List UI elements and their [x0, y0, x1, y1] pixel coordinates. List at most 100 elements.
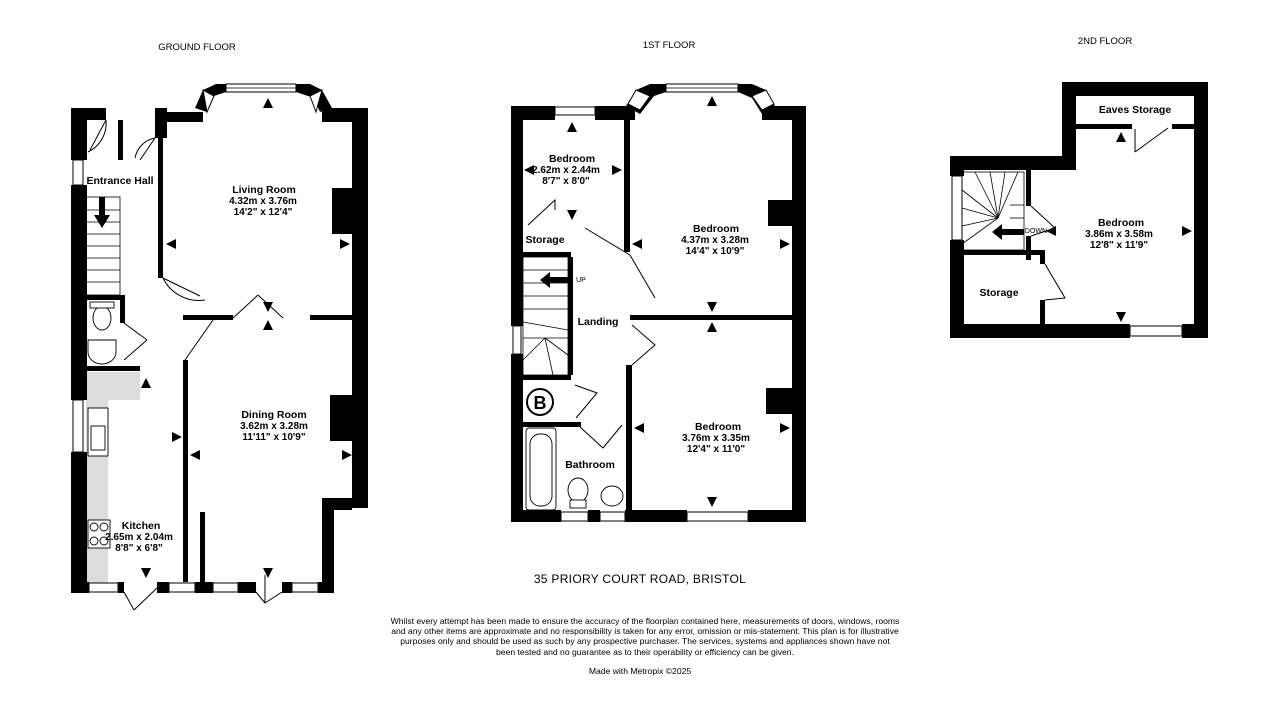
wall: [118, 582, 124, 593]
room-dimensions-metric: 2.65m x 2.04m: [105, 532, 173, 543]
wall: [1040, 250, 1045, 264]
room-dimensions-metric: 3.86m x 3.58m: [1085, 229, 1153, 240]
window: [627, 89, 651, 111]
wall: [195, 582, 213, 593]
room-dimensions-imperial: 14'2" x 12'4": [234, 207, 293, 218]
stairs-down-label: DOWN: [1025, 228, 1047, 235]
wall: [588, 510, 600, 522]
wall: [626, 365, 632, 513]
wall: [183, 360, 188, 582]
wall: [748, 510, 806, 522]
room-dimensions-imperial: 14'4" x 10'9": [686, 246, 745, 257]
wall: [1040, 300, 1045, 326]
room-dimensions-imperial: 12'4" x 11'0": [687, 444, 745, 455]
room-dimensions-metric: 4.37m x 3.28m: [681, 235, 749, 246]
wall: [521, 375, 571, 380]
disclaimer-text: Whilst every attempt has been made to en…: [390, 616, 900, 657]
room-dimensions-imperial: 8'7" x 8'0": [542, 176, 590, 187]
second-floor-title: 2ND FLOOR: [1078, 36, 1133, 47]
boiler-label: B: [534, 393, 547, 413]
wall: [318, 582, 334, 593]
wall: [118, 120, 123, 160]
cupboard-door-swing: [574, 384, 598, 419]
ground-floor-title: GROUND FLOOR: [158, 42, 236, 53]
ground-floor-plan: [71, 83, 368, 611]
wall: [624, 118, 630, 252]
wall: [511, 510, 561, 522]
room-name-bedroom-rear: Bedroom: [695, 421, 741, 433]
basin-icon: [600, 485, 624, 507]
door-swing: [162, 277, 206, 301]
first-floor-title: 1ST FLOOR: [643, 40, 696, 51]
door-swing: [134, 137, 156, 161]
room-dimensions-imperial: 8'8" x 6'8": [115, 543, 163, 554]
wall: [71, 108, 106, 120]
wall: [511, 354, 523, 522]
dimension-arrows: [1046, 132, 1192, 322]
window: [72, 159, 84, 186]
wall: [352, 108, 368, 508]
wall: [158, 120, 163, 278]
sink-bowl-icon: [90, 425, 106, 451]
wall: [71, 108, 87, 160]
chimney-breast: [766, 388, 792, 414]
window: [212, 582, 239, 593]
room-name-dining-room: Dining Room: [241, 409, 306, 421]
wall: [84, 295, 124, 300]
wall: [155, 112, 203, 122]
room-dimensions-metric: 2.62m x 2.44m: [532, 165, 600, 176]
wall: [1182, 324, 1208, 338]
property-address: 35 PRIORY COURT ROAD, BRISTOL: [533, 572, 747, 586]
wall: [200, 512, 205, 584]
room-dimensions-imperial: 12'8" x 11'9": [1090, 240, 1148, 251]
window: [951, 175, 963, 241]
toilet-icon: [567, 477, 589, 503]
stair-direction-arrow-icon: [94, 197, 110, 228]
stairs-up-label: UP: [576, 277, 586, 284]
chimney-breast: [768, 200, 792, 226]
wall: [282, 582, 292, 593]
wall: [625, 510, 687, 522]
room-name-storage: Storage: [979, 287, 1018, 299]
wall: [511, 106, 555, 120]
wall: [630, 315, 794, 320]
room-name-landing: Landing: [578, 316, 619, 328]
front-door-swing: [87, 119, 107, 153]
window: [560, 511, 589, 522]
storage-door-swing: [527, 198, 556, 226]
chimney-breast: [330, 395, 352, 441]
wall: [120, 295, 125, 323]
credit-text: Made with Metropix ©2025: [588, 666, 692, 676]
room-name-bedroom-loft: Bedroom: [1098, 217, 1144, 229]
room-dimensions-metric: 3.62m x 3.28m: [240, 421, 308, 432]
room-name-bedroom-front: Bedroom: [693, 223, 739, 235]
basin-icon: [87, 339, 117, 365]
eaves-door-swing: [1134, 127, 1169, 153]
wall: [1062, 82, 1208, 96]
window: [72, 399, 84, 453]
room-dimensions-metric: 3.76m x 3.35m: [682, 433, 750, 444]
room-name-kitchen: Kitchen: [122, 520, 161, 532]
room-name-storage: Storage: [525, 234, 564, 246]
wall: [1172, 124, 1194, 129]
wall: [157, 582, 169, 593]
toilet-cistern-icon: [569, 499, 587, 509]
room-name-living-room: Living Room: [232, 184, 296, 196]
wall: [950, 324, 1130, 338]
wall: [71, 452, 87, 592]
wall: [962, 250, 1042, 255]
stair-direction-arrow-icon: [540, 272, 568, 288]
wall: [1076, 124, 1132, 129]
toilet-cistern-icon: [89, 301, 115, 309]
door-swing: [584, 227, 656, 299]
wall: [521, 252, 571, 257]
window: [291, 582, 319, 593]
toilet-icon: [92, 305, 112, 331]
back-door-swing: [123, 587, 158, 611]
room-name-bedroom-small: Bedroom: [549, 153, 595, 165]
room-name-bathroom: Bathroom: [565, 459, 615, 471]
wall: [71, 582, 89, 593]
dimension-arrows: [141, 98, 352, 578]
door-swing: [184, 319, 214, 361]
door-swing: [631, 324, 656, 366]
